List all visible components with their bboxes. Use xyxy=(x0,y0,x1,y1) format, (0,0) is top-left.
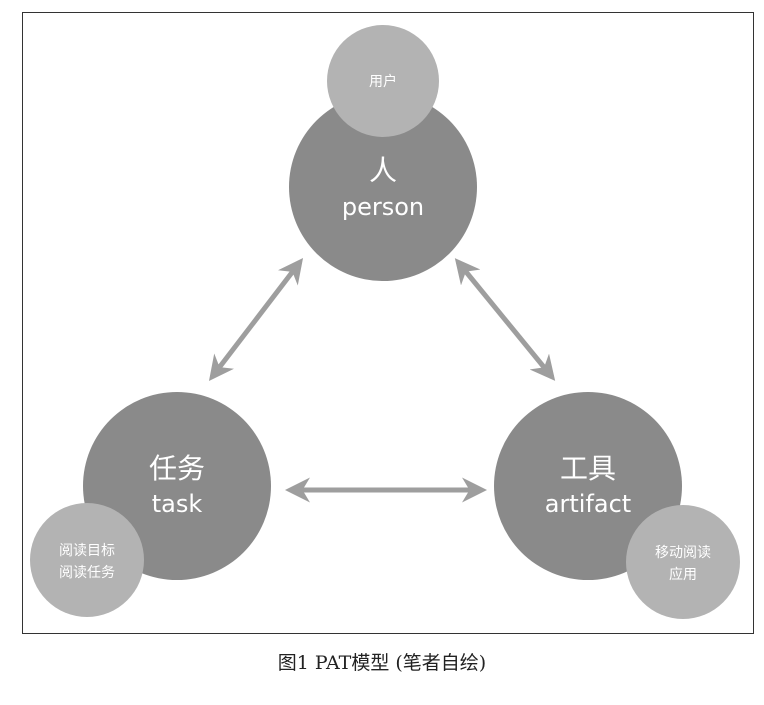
arrow-person-artifact xyxy=(454,258,556,381)
person-subtitle: person xyxy=(342,193,424,221)
person-title: 人 xyxy=(369,154,397,187)
person-node: 用户 人 person xyxy=(289,25,477,281)
artifact-title: 工具 xyxy=(560,452,616,485)
person-circle xyxy=(289,93,477,281)
mobile-reading-label: 移动阅读 xyxy=(655,544,711,561)
mobile-reading-app-badge xyxy=(626,505,740,619)
task-node: 任务 task 阅读目标 阅读任务 xyxy=(30,392,271,617)
artifact-node: 工具 artifact 移动阅读 应用 xyxy=(494,392,740,619)
artifact-subtitle: artifact xyxy=(545,490,631,518)
reading-task-label: 阅读任务 xyxy=(59,564,115,581)
reading-goal-badge xyxy=(30,503,144,617)
arrow-person-task xyxy=(208,258,304,381)
task-title: 任务 xyxy=(149,452,205,485)
task-subtitle: task xyxy=(152,490,203,518)
figure-caption: 图1 PAT模型 (笔者自绘) xyxy=(277,652,487,674)
user-badge xyxy=(327,25,439,137)
app-label: 应用 xyxy=(669,566,697,583)
reading-goal-label: 阅读目标 xyxy=(59,542,115,559)
user-badge-label: 用户 xyxy=(369,73,397,90)
